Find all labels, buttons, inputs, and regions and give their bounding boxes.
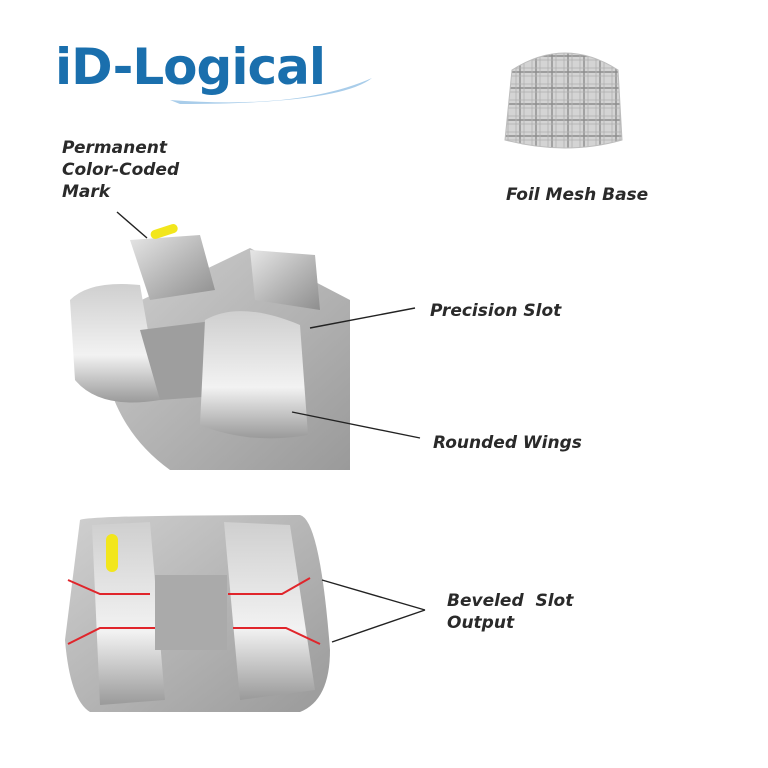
label-foil-mesh-base: Foil Mesh Base — [506, 185, 649, 205]
logo-text: iD-Logical — [55, 38, 326, 96]
leader-lines — [116, 211, 426, 643]
logo-swoosh — [170, 78, 372, 104]
label-rounded-wings: Rounded Wings — [433, 433, 582, 453]
brand-logo: iD-Logical — [55, 42, 326, 92]
foil-mesh-base — [504, 52, 623, 149]
label-precision-slot: Precision Slot — [430, 301, 562, 321]
bracket-3d — [70, 224, 350, 470]
label-color-coded-mark: Permanent Color-Coded Mark — [62, 138, 180, 202]
label-beveled-slot-output: Beveled Slot Output — [447, 591, 574, 633]
bracket-top-view — [65, 515, 330, 712]
